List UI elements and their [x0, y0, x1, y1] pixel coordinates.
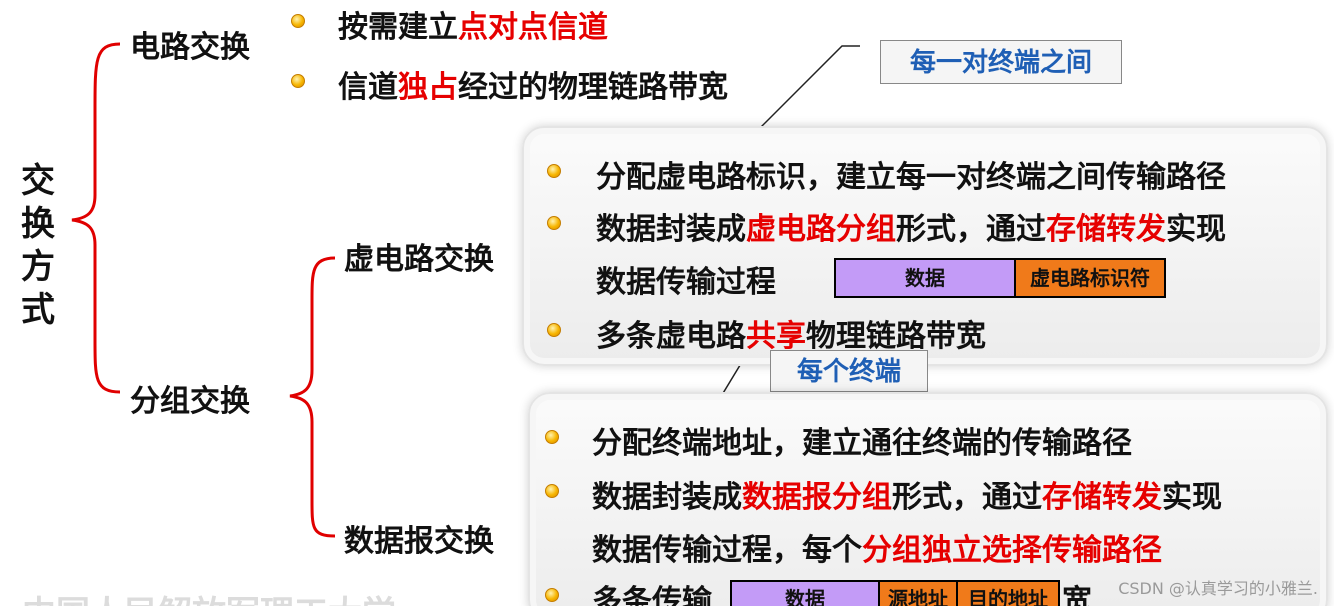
- circuit-bullet-2: 信道独占经过的物理链路带宽: [338, 70, 728, 105]
- dg-packet-src-field: 源地址: [878, 580, 958, 606]
- vc-bullet-2-cont: 数据传输过程: [596, 265, 776, 300]
- callout-top-pointer: [739, 45, 860, 149]
- vc-packet-data-field: 数据: [834, 258, 1016, 298]
- bullet-icon: [291, 74, 305, 88]
- dg-bullet-1: 分配终端地址，建立通往终端的传输路径: [592, 426, 1132, 461]
- root-label: 交换方式: [21, 161, 55, 330]
- vc-packet-id-field: 虚电路标识符: [1014, 258, 1166, 298]
- packet-switching-label: 分组交换: [130, 384, 250, 419]
- circuit-bullet-1: 按需建立点对点信道: [338, 10, 608, 45]
- dg-bullet-3: 多条传输: [592, 584, 712, 606]
- bullet-icon: [547, 164, 561, 178]
- csdn-watermark: CSDN @认真学习的小雅兰.: [1118, 579, 1318, 598]
- packet-bracket: [289, 256, 336, 538]
- dg-packet-dst-field: 目的地址: [956, 580, 1060, 606]
- vc-bullet-3: 多条虚电路共享物理链路带宽: [596, 319, 986, 354]
- bullet-icon: [545, 588, 559, 602]
- faint-university-text: 中国人民解放军理工大学: [22, 586, 396, 606]
- bullet-icon: [547, 216, 561, 230]
- bullet-icon: [545, 484, 559, 498]
- dg-bullet-2-cont: 数据传输过程，每个分组独立选择传输路径: [592, 533, 1162, 568]
- callout-each-pair: 每一对终端之间: [880, 40, 1122, 84]
- circuit-switching-label: 电路交换: [130, 30, 250, 65]
- vc-bullet-2: 数据封装成虚电路分组形式，通过存储转发实现: [596, 212, 1226, 247]
- datagram-panel: [528, 392, 1328, 606]
- bullet-icon: [545, 430, 559, 444]
- virtual-circuit-label: 虚电路交换: [344, 242, 494, 277]
- callout-each-terminal: 每个终端: [770, 350, 928, 392]
- dg-bullet-2: 数据封装成数据报分组形式，通过存储转发实现: [592, 480, 1222, 515]
- vc-bullet-1: 分配虚电路标识，建立每一对终端之间传输路径: [596, 160, 1226, 195]
- bullet-icon: [547, 323, 561, 337]
- root-bracket: [71, 42, 121, 394]
- dg-packet-data-field: 数据: [730, 580, 880, 606]
- bullet-icon: [291, 14, 305, 28]
- datagram-label: 数据报交换: [344, 524, 494, 559]
- dg-bullet-3-tail: 宽: [1062, 584, 1092, 606]
- virtual-circuit-panel: [522, 126, 1328, 366]
